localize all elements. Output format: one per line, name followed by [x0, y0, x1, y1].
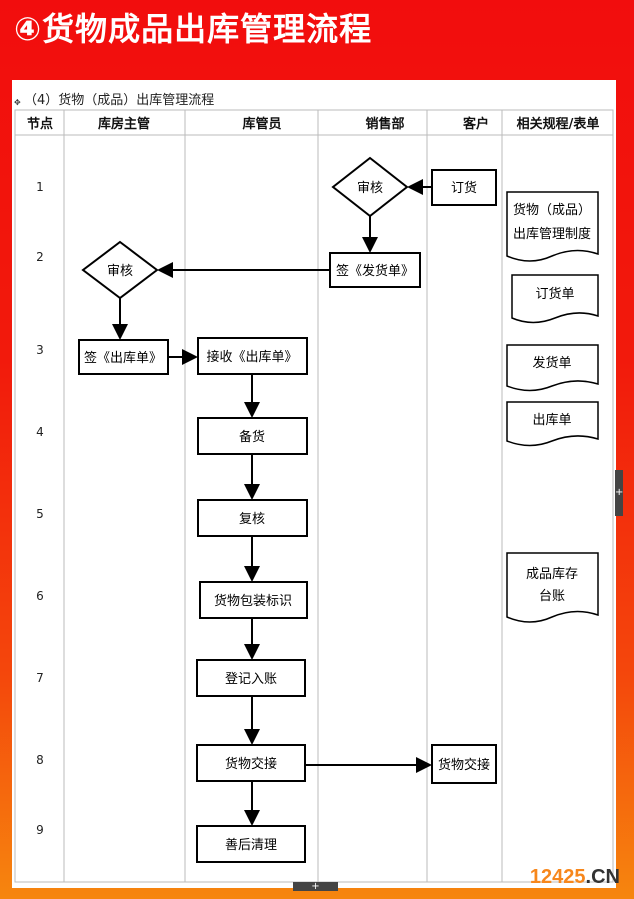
- manager-review-decision: 审核: [81, 240, 159, 300]
- document-shape: 出库单: [506, 401, 599, 447]
- sales-sign-delivery-step: 签《发货单》: [329, 252, 421, 288]
- svg-text:复核: 复核: [239, 512, 265, 527]
- svg-text:出库单: 出库单: [532, 412, 571, 428]
- svg-text:备货: 备货: [239, 429, 265, 445]
- svg-text:善后清理: 善后清理: [225, 837, 277, 853]
- watermark: 12425.CN: [529, 866, 620, 888]
- keeper-step: 货物交接: [196, 744, 306, 782]
- node-number: 6: [36, 589, 44, 603]
- page-title: ④货物成品出库管理流程: [14, 10, 373, 48]
- keeper-step: 货物包装标识: [199, 581, 308, 619]
- connectors: [112, 179, 432, 826]
- document-shape: 订货单: [511, 274, 599, 324]
- svg-text:订货单: 订货单: [535, 286, 574, 302]
- keeper-step: 善后清理: [196, 825, 306, 863]
- document-shape: 发货单: [506, 344, 599, 392]
- node-number: 2: [36, 250, 44, 264]
- customer-order-step: 订货: [431, 169, 497, 206]
- svg-text:货物（成品）: 货物（成品）: [513, 202, 591, 218]
- move-handle-icon[interactable]: ✥: [14, 98, 21, 107]
- svg-text:货物包装标识: 货物包装标识: [214, 593, 292, 609]
- node-number: 9: [36, 823, 44, 837]
- node-number: 4: [36, 425, 44, 439]
- column-header-keeper: 库管员: [242, 116, 281, 132]
- keeper-step: 登记入账: [196, 659, 306, 697]
- column-header-node: 节点: [27, 116, 53, 132]
- column-header-sales: 销售部: [365, 116, 404, 132]
- svg-text:登记入账: 登记入账: [225, 672, 277, 687]
- document-shape: 货物（成品） 出库管理制度: [506, 191, 599, 262]
- keeper-step: 接收《出库单》: [197, 337, 308, 375]
- svg-text:成品库存: 成品库存: [526, 566, 578, 582]
- column-header-customer: 客户: [463, 116, 489, 132]
- expand-right-handle[interactable]: +: [615, 470, 623, 516]
- node-number: 7: [36, 671, 44, 685]
- node-number: 1: [36, 180, 44, 194]
- svg-text:货物交接: 货物交接: [438, 757, 490, 773]
- svg-text:发货单: 发货单: [532, 355, 571, 371]
- swimlane-grid: [14, 109, 614, 883]
- svg-text:货物交接: 货物交接: [225, 756, 277, 772]
- svg-text:审核: 审核: [107, 264, 133, 279]
- customer-handover-step: 货物交接: [431, 744, 497, 784]
- keeper-step: 复核: [197, 499, 308, 537]
- column-header-manager: 库房主管: [98, 116, 150, 132]
- node-number: 3: [36, 343, 44, 357]
- svg-text:出库管理制度: 出库管理制度: [513, 226, 591, 242]
- manager-sign-outbound-step: 签《出库单》: [78, 339, 169, 375]
- sales-review-decision: 审核: [331, 156, 409, 218]
- svg-text:接收《出库单》: 接收《出库单》: [206, 349, 297, 365]
- expand-bottom-handle[interactable]: +: [293, 882, 338, 892]
- column-header-documents: 相关规程/表单: [517, 116, 600, 132]
- svg-text:台账: 台账: [539, 589, 565, 604]
- svg-text:签《发货单》: 签《发货单》: [336, 263, 414, 279]
- node-number: 5: [36, 507, 44, 521]
- svg-text:签《出库单》: 签《出库单》: [84, 350, 162, 366]
- node-number: 8: [36, 753, 44, 767]
- diagram-subtitle: （4）货物（成品）出库管理流程: [24, 92, 214, 108]
- document-shape: 成品库存 台账: [506, 552, 599, 623]
- keeper-step: 备货: [197, 417, 308, 455]
- svg-text:订货: 订货: [451, 180, 477, 196]
- svg-text:审核: 审核: [357, 181, 383, 196]
